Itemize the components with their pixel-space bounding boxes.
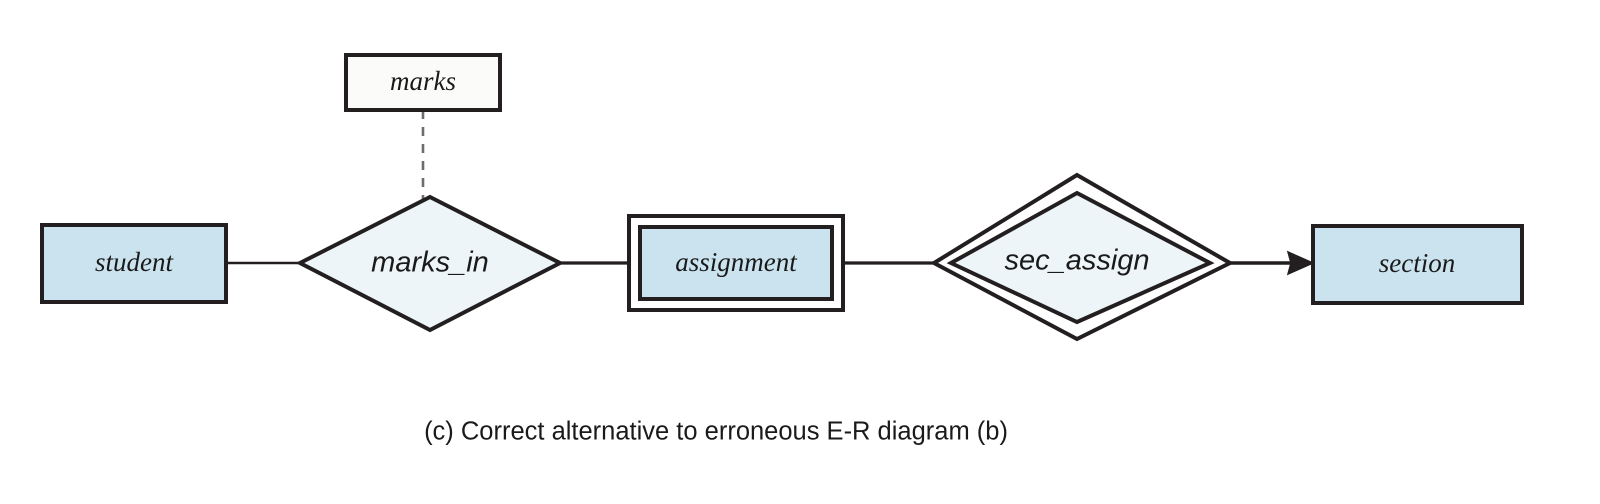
entity-assignment-inner-box: [638, 225, 834, 301]
entity-section-label: section: [1379, 248, 1455, 278]
relationship-sec_assign[interactable]: sec_assign: [929, 172, 1235, 342]
entity-section-box: [1311, 224, 1524, 305]
figure-caption: (c) Correct alternative to erroneous E-R…: [424, 418, 1008, 446]
relationship-sec_assign-inner-diamond: [946, 190, 1215, 325]
arrowhead-icon: [1286, 250, 1315, 276]
entity-assignment-label: assignment: [675, 247, 798, 277]
relationship-marks_in[interactable]: marks_in: [295, 194, 565, 333]
entity-assignment[interactable]: assignment: [627, 214, 845, 312]
relationship-marks_in-label: marks_in: [371, 247, 489, 279]
attribute-marks-box: [344, 53, 502, 112]
relationship-marks_in-diamond: [295, 194, 565, 333]
connector-group: [225, 110, 1315, 276]
entity-student[interactable]: student: [40, 223, 228, 304]
attribute-marks[interactable]: marks: [344, 53, 502, 112]
attribute-marks-label: marks: [390, 66, 456, 96]
entity-student-box: [40, 223, 228, 304]
entity-student-label: student: [95, 247, 174, 277]
relationship-sec_assign-label: sec_assign: [1004, 245, 1149, 277]
entity-section[interactable]: section: [1311, 224, 1524, 305]
